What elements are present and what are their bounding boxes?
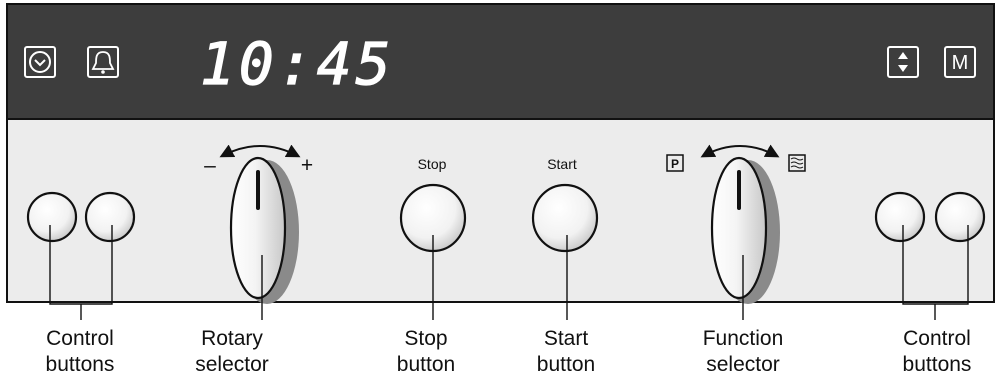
program-key-icon: P <box>666 154 684 172</box>
rotary-selector[interactable] <box>229 156 299 304</box>
label-control-left-line2: buttons <box>46 353 115 376</box>
label-function-line1: Function <box>703 327 784 350</box>
label-control-right-line2: buttons <box>903 353 972 376</box>
stop-top-label: Stop <box>418 156 447 172</box>
start-top-label: Start <box>547 156 577 172</box>
control-button-left-1[interactable] <box>26 191 78 243</box>
label-rotary-line2: selector <box>195 353 269 376</box>
display-strip <box>6 3 995 120</box>
rotary-minus-sign: – <box>204 154 216 177</box>
function-selector[interactable] <box>710 156 780 304</box>
label-stop-line1: Stop <box>404 327 447 350</box>
label-rotary-line1: Rotary <box>201 327 263 350</box>
rotary-arrow <box>219 144 301 158</box>
control-button-left-2[interactable] <box>84 191 136 243</box>
m-key[interactable]: M <box>944 46 976 78</box>
function-arrow <box>700 144 780 158</box>
grill-icon <box>788 154 806 172</box>
label-control-right-line1: Control <box>903 327 971 350</box>
leader-lines <box>49 225 969 320</box>
time-readout: 10:45 <box>200 30 395 98</box>
control-button-right-2[interactable] <box>934 191 986 243</box>
rotary-plus-sign: + <box>301 154 313 177</box>
m-key-label: M <box>952 52 969 74</box>
label-control-left-line1: Control <box>46 327 114 350</box>
start-button[interactable] <box>531 183 599 253</box>
up-down-arrow-icon[interactable] <box>887 46 919 78</box>
program-key-label: P <box>671 157 679 171</box>
control-button-right-1[interactable] <box>874 191 926 243</box>
clock-icon[interactable] <box>24 46 56 78</box>
label-start-line2: button <box>537 353 595 376</box>
bell-icon[interactable] <box>87 46 119 78</box>
label-start-line1: Start <box>544 327 589 350</box>
label-stop-line2: button <box>397 353 455 376</box>
label-function-line2: selector <box>706 353 780 376</box>
